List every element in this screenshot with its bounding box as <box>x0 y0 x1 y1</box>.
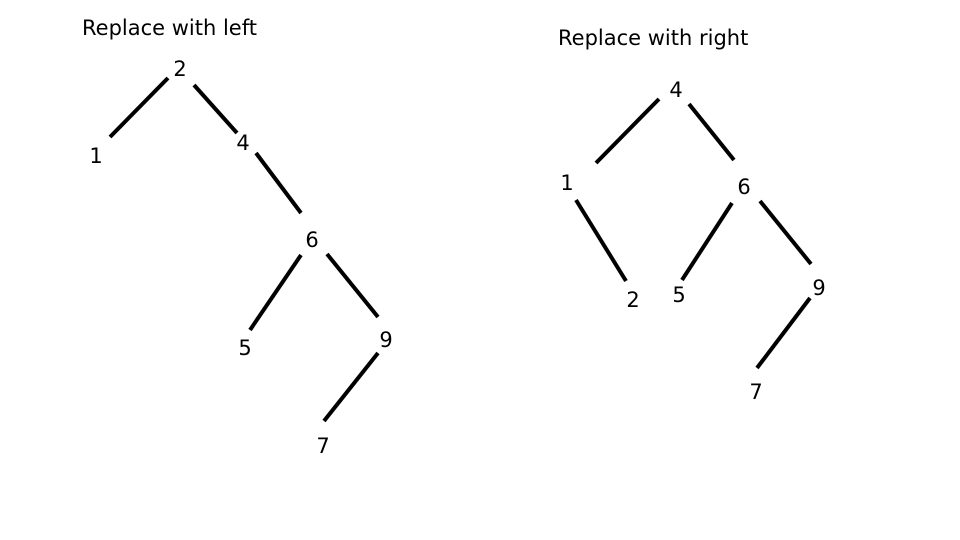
node-r2: 2 <box>626 288 639 312</box>
edge-r4-r1 <box>594 97 661 165</box>
right-tree-nodes: 4 1 6 2 5 9 7 <box>560 78 825 404</box>
node-r6: 6 <box>737 175 750 199</box>
node-r7: 7 <box>749 380 762 404</box>
node-r4: 4 <box>669 78 682 102</box>
edge-l6-l5 <box>248 253 303 332</box>
node-l4: 4 <box>236 131 249 155</box>
edge-r4-r6 <box>687 102 736 162</box>
node-l2: 2 <box>173 57 186 81</box>
node-r5: 5 <box>672 283 685 307</box>
edge-l2-l1 <box>108 76 170 139</box>
right-tree-edges <box>574 97 813 370</box>
node-r9: 9 <box>812 276 825 300</box>
node-l5: 5 <box>238 336 251 360</box>
node-r1: 1 <box>560 171 573 195</box>
node-l1: 1 <box>89 144 102 168</box>
right-tree-title: Replace with right <box>558 26 749 50</box>
edge-l6-l9 <box>325 252 380 319</box>
edge-l4-l6 <box>254 151 303 215</box>
edge-r1-r2 <box>574 198 628 283</box>
left-tree-title: Replace with left <box>82 16 257 40</box>
edge-r6-r5 <box>680 201 734 282</box>
edge-r9-r7 <box>755 296 812 370</box>
left-tree-edges <box>108 76 380 423</box>
edge-l2-l4 <box>192 83 239 135</box>
edge-l9-l7 <box>322 351 380 423</box>
left-tree-nodes: 2 1 4 6 5 9 7 <box>89 57 392 458</box>
node-l6: 6 <box>305 228 318 252</box>
node-l7: 7 <box>316 434 329 458</box>
edge-r6-r9 <box>758 199 813 266</box>
node-l9: 9 <box>379 328 392 352</box>
